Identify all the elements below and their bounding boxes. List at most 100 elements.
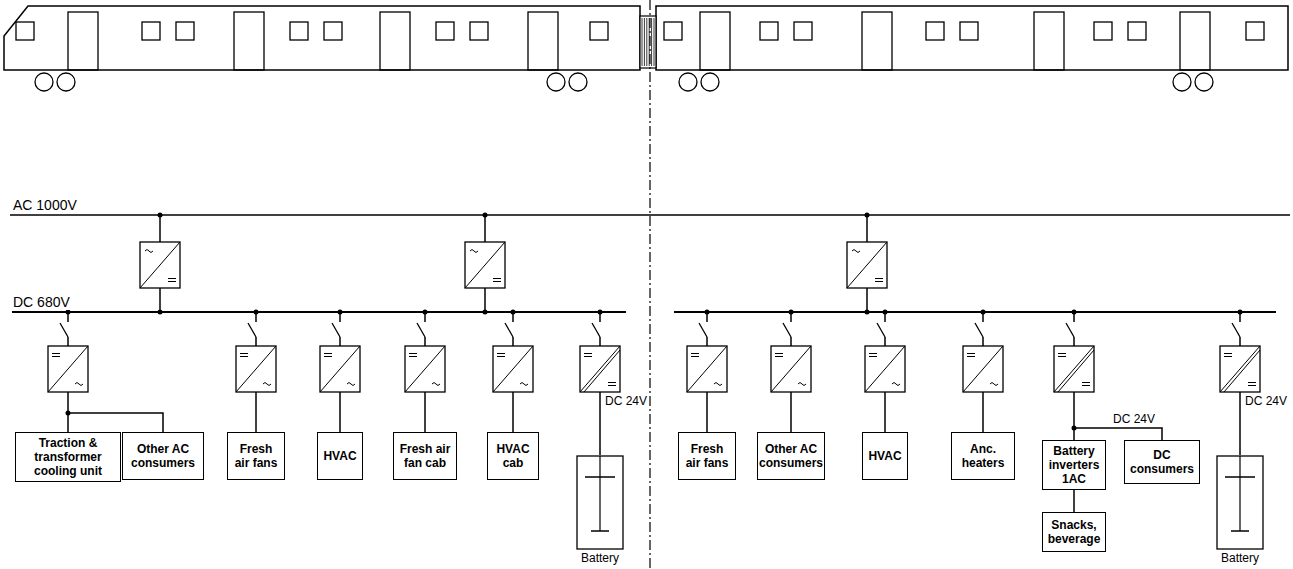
- converter-diagonal: [865, 346, 905, 392]
- wire: [1239, 337, 1241, 346]
- train-window: [960, 22, 978, 40]
- consumer-box: Fresh air fans: [227, 432, 285, 480]
- converter-diagonal: [405, 346, 445, 392]
- ac-symbol: [990, 383, 998, 386]
- converter-symbol: [140, 242, 180, 288]
- train-door: [862, 12, 892, 70]
- dc-symbol: [869, 356, 877, 357]
- dc-symbol: [240, 356, 248, 357]
- ac-symbol: [347, 383, 355, 386]
- gangway-fold: [654, 18, 655, 66]
- wire-connector: [1074, 490, 1075, 512]
- train-window: [1128, 22, 1146, 40]
- ac-symbol: [520, 383, 528, 386]
- wire: [790, 392, 792, 432]
- bus-label: DC 24V: [604, 394, 648, 408]
- bus-label: DC 680V: [12, 294, 71, 310]
- converter-diagonal: [236, 346, 276, 392]
- wire: [67, 312, 69, 322]
- wire: [255, 312, 257, 322]
- wire: [484, 288, 486, 312]
- converter-diagonal: [1058, 350, 1094, 392]
- ac-symbol: [432, 383, 440, 386]
- gangway-fold: [651, 18, 652, 66]
- dc-symbol: [240, 353, 248, 354]
- battery-plate: [591, 530, 609, 532]
- dc-symbol: [52, 353, 60, 354]
- train-window: [1246, 22, 1264, 40]
- consumer-box: DC consumers: [1124, 440, 1200, 484]
- bus-label: AC 1000V: [12, 197, 78, 213]
- wire-path: [1073, 490, 1075, 512]
- train-wheel: [35, 73, 53, 91]
- dc-symbol: [409, 353, 417, 354]
- converter-symbol: [236, 346, 276, 392]
- train-wheel: [679, 73, 697, 91]
- node-label: Other AC consumers: [759, 442, 823, 470]
- dc-symbol: [584, 356, 592, 357]
- dc-symbol: [168, 281, 176, 282]
- wire: [339, 392, 341, 432]
- wire: [339, 337, 341, 346]
- node-label: HVAC cab: [491, 442, 535, 470]
- consumer-box: HVAC: [317, 432, 363, 480]
- dc-symbol: [168, 278, 176, 279]
- node-label: Battery: [566, 551, 634, 565]
- consumer-box: Other AC consumers: [122, 432, 204, 480]
- converter-symbol: [465, 242, 505, 288]
- converter-symbol: [687, 346, 727, 392]
- wire-path: [1074, 428, 1162, 440]
- wire: [67, 337, 69, 346]
- dc-symbol: [324, 353, 332, 354]
- converter-symbol: [493, 346, 533, 392]
- wire: [424, 392, 426, 432]
- battery-case: [577, 456, 623, 549]
- converter-symbol: [847, 242, 887, 288]
- train-wheel: [547, 73, 565, 91]
- junction-dot: [865, 213, 870, 218]
- train-window: [926, 22, 944, 40]
- battery-symbol: Battery: [576, 455, 624, 565]
- converter-diagonal: [687, 346, 727, 392]
- junction-dot: [158, 310, 163, 315]
- battery-case: [1217, 456, 1263, 549]
- converter-diagonal: [1220, 346, 1260, 392]
- wire: [706, 312, 708, 322]
- wire: [982, 337, 984, 346]
- switch-symbol: [1066, 323, 1074, 337]
- wire: [866, 215, 868, 242]
- ac-symbol: [145, 250, 153, 253]
- dc-symbol: [493, 281, 501, 282]
- dc-bus: [674, 311, 1276, 313]
- consumer-box: HVAC cab: [487, 432, 539, 480]
- node-label: Battery: [1206, 551, 1274, 565]
- gangway: [640, 16, 656, 68]
- wire: [1073, 337, 1075, 346]
- dc-symbol: [1248, 385, 1256, 386]
- train-wheel: [1195, 73, 1213, 91]
- dc-symbol: [967, 356, 975, 357]
- junction-dot: [158, 213, 163, 218]
- train-door: [700, 12, 730, 70]
- wire: [512, 392, 514, 432]
- dc-symbol: [608, 385, 616, 386]
- converter-symbol: [405, 346, 445, 392]
- wire: [599, 392, 601, 455]
- consumer-box: Anc. heaters: [951, 432, 1015, 480]
- junction-dot: [483, 310, 488, 315]
- node-label: Snacks, beverage: [1046, 518, 1102, 546]
- ac-symbol: [892, 383, 900, 386]
- battery-cell: [599, 477, 600, 531]
- dc-symbol: [875, 281, 883, 282]
- consumer-box: HVAC: [862, 432, 908, 480]
- wire: [790, 312, 792, 322]
- dc-symbol: [493, 278, 501, 279]
- dc-symbol: [1082, 385, 1090, 386]
- wire: [159, 215, 161, 242]
- wire: [67, 392, 69, 413]
- train-window: [1094, 22, 1112, 40]
- converter-symbol: [580, 346, 620, 392]
- wire-connector: [1074, 428, 1162, 440]
- switch-symbol: [417, 323, 425, 337]
